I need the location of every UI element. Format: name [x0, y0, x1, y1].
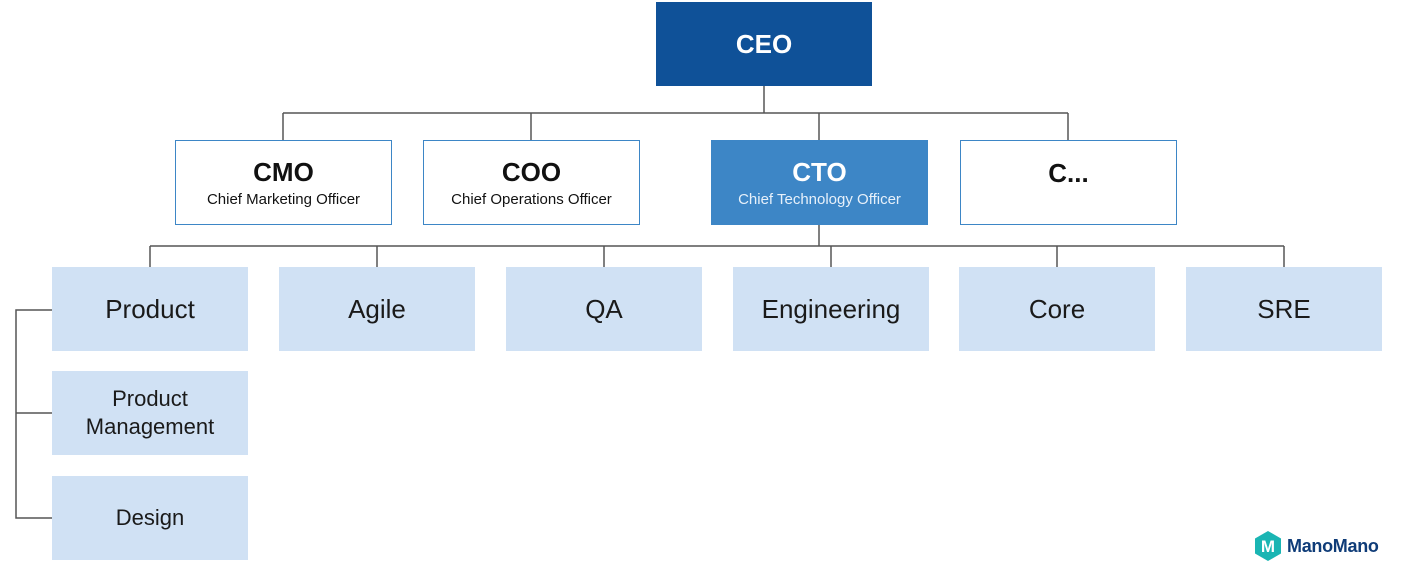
exec-title-cmo: CMO	[253, 157, 314, 187]
team-label-engineering: Engineering	[761, 293, 901, 324]
connector-product-bracket	[15, 309, 52, 519]
team-box-product: Product	[52, 267, 248, 351]
exec-title-coo: COO	[501, 157, 562, 187]
team-box-agile: Agile	[279, 267, 475, 351]
team-label-core: Core	[1028, 293, 1086, 324]
exec-box-cto: CTO Chief Technology Officer	[711, 140, 928, 225]
exec-box-c-other: C...	[960, 140, 1177, 225]
subteam-label-design: Design	[115, 505, 185, 530]
manomano-logo: M ManoMano	[1252, 530, 1379, 562]
exec-box-cmo: CMO Chief Marketing Officer	[175, 140, 392, 225]
logo-text: ManoMano	[1287, 535, 1379, 556]
ceo-box: CEO	[656, 2, 872, 86]
team-box-engineering: Engineering	[733, 267, 929, 351]
exec-subtitle-cto: Chief Technology Officer	[738, 191, 901, 208]
manomano-logo-icon: M	[1255, 531, 1281, 561]
ceo-title: CEO	[735, 28, 793, 59]
subteam-label-product-management: Product Management	[85, 386, 215, 439]
team-box-sre: SRE	[1186, 267, 1382, 351]
subteam-box-product-management: Product Management	[52, 371, 248, 455]
exec-title-cto: CTO	[792, 157, 847, 187]
exec-title-c-other: C...	[1048, 157, 1089, 188]
team-box-core: Core	[959, 267, 1155, 351]
subteam-box-design: Design	[52, 476, 248, 560]
team-label-product: Product	[105, 293, 195, 324]
exec-subtitle-cmo: Chief Marketing Officer	[206, 191, 361, 208]
exec-box-coo: COO Chief Operations Officer	[423, 140, 640, 225]
team-box-qa: QA	[506, 267, 702, 351]
team-label-sre: SRE	[1257, 293, 1311, 324]
team-label-qa: QA	[585, 293, 623, 324]
exec-subtitle-coo: Chief Operations Officer	[451, 191, 612, 208]
logo-mark-letter: M	[1261, 537, 1275, 556]
team-label-agile: Agile	[348, 293, 406, 324]
